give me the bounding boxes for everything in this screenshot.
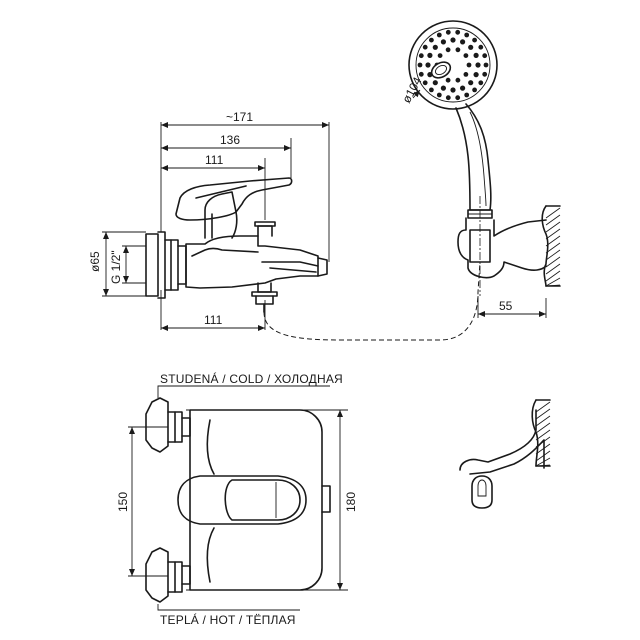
nozzle-dot [478,80,484,86]
nozzle-dot [417,62,423,68]
nozzle-dot [455,47,461,53]
hatch-line [545,207,561,219]
hot-inlet-label: TEPLÁ / HOT / ТЁПЛАЯ [160,612,296,627]
nozzle-dot [429,37,434,43]
nozzle-dot [475,62,481,68]
nozzle-dot [422,80,428,86]
nozzle-dot [473,72,479,78]
cold-inlet-label: STUDENÁ / COLD / ХОЛОДНАЯ [160,371,343,386]
hatch-line [535,436,551,448]
dim-overall-width: ~171 [226,110,253,124]
hatch-line [545,263,561,275]
nozzle-dot [464,32,470,38]
hatch-line [545,249,561,261]
hatch-line [535,401,551,413]
nozzle-dot [425,62,431,68]
nozzle-dot [432,44,438,50]
nozzle-dot [472,37,477,43]
wall-holder-top [457,196,561,296]
hand-shower [408,20,498,219]
hatch-line [535,408,551,420]
hatch-line [535,450,551,462]
nozzle-dot [418,53,424,59]
nozzle-dot [450,87,456,93]
nozzle-dot [440,85,446,91]
nozzle-dot [455,95,461,101]
nozzle-dot [445,77,451,83]
hatch-line [535,429,551,441]
nozzle-dot [468,80,474,86]
nozzle-dot [466,62,472,68]
nozzle-dot [460,39,466,45]
nozzle-dot [429,87,434,93]
nozzle-dot [445,47,451,53]
nozzle-dot [473,52,479,59]
nozzle-dot [482,71,488,77]
hatch-line [545,221,561,233]
nozzle-dot [455,77,461,83]
hatch-line [545,214,561,226]
dim-inlet-spacing: 150 [116,492,130,512]
hatch-line [545,284,561,287]
nozzle-dot [436,92,442,98]
dim-thread: G 1/2" [109,250,123,284]
nozzle-dot [482,53,488,59]
hatch-line [535,443,551,455]
dim-overall-height: 180 [344,492,358,512]
nozzle-dot [463,72,469,77]
dim-handle-width: 111 [205,153,224,167]
dim-holder-offset: 55 [499,299,513,313]
nozzle-dot [460,85,466,91]
nozzle-dot [445,95,451,101]
label-leaders [157,385,330,611]
hatch-line [545,277,561,287]
hatch-line [545,270,561,282]
dim-shower-head-diameter: ø104 [399,74,424,105]
faucet-plan-view [128,397,348,603]
nozzle-dot [440,39,446,45]
top-dimension-lines [103,122,547,331]
bottom-dimension-lines [129,410,343,590]
nozzle-dot [468,44,474,50]
hatch-line [545,235,561,247]
nozzle-dot [483,62,489,68]
nozzle-dot [432,80,438,86]
nozzle-dot [455,29,461,35]
dim-body-diameter: ø65 [88,251,102,272]
hatch-line [535,464,551,467]
nozzle-dot [436,32,442,38]
hatch-line [545,242,561,254]
hatch-line [535,457,551,467]
wall-hatching-plan [535,401,551,467]
hatch-line [535,422,551,434]
nozzle-dot [478,44,484,50]
nozzle-dot [464,92,470,98]
faucet-side-view [102,122,481,341]
nozzle-dot [418,71,424,77]
nozzle-dot [463,53,469,58]
hatch-line [545,256,561,268]
nozzle-dot [427,52,433,59]
nozzle-dot [422,44,428,50]
nozzle-dot [450,37,456,43]
dim-body-width: 136 [220,133,240,147]
hatch-line [545,228,561,240]
nozzle-dot [437,53,443,58]
wall-holder-plan [459,399,551,509]
wall-hatching-top [545,207,561,287]
nozzle-dot [472,87,477,93]
nozzle-dot [445,29,451,35]
hatch-line [535,415,551,427]
dim-lower-width: 111 [204,313,223,327]
